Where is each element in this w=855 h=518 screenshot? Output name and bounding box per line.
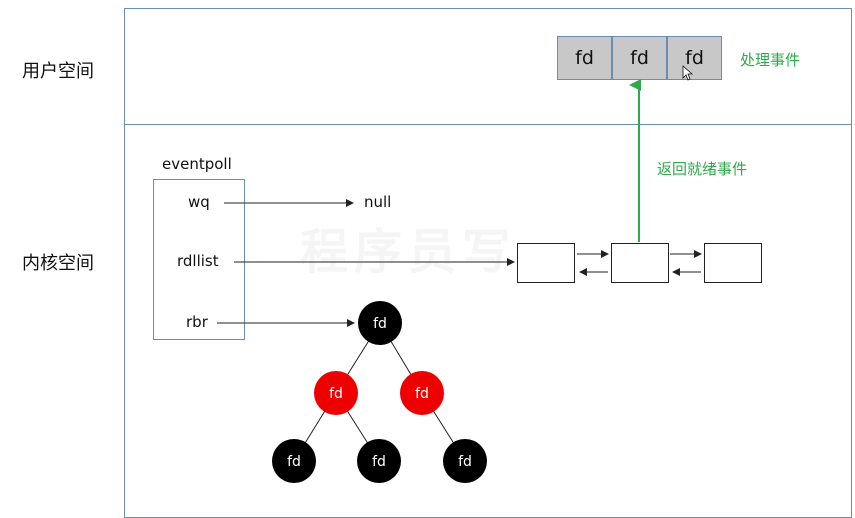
watermark: 程序员写 [300,224,517,280]
field-wq: wq [188,193,210,211]
tree-node-label: fd [373,316,387,332]
ready-list-node [611,243,669,283]
tree-black-node: fd [272,439,316,483]
return-ready-label: 返回就绪事件 [657,160,748,178]
user-fd-cell-2: fd [612,36,667,80]
user-fd-cell-3: fd [667,36,722,80]
eventpoll-box [153,179,245,340]
tree-red-node: fd [314,371,358,415]
tree-black-node: fd [443,439,487,483]
tree-root-node: fd [358,301,402,345]
tree-node-label: fd [329,386,343,402]
user-space-label: 用户空间 [22,61,94,82]
user-fd-cell-1: fd [557,36,612,80]
tree-black-node: fd [357,439,401,483]
kernel-space-label: 内核空间 [22,253,94,274]
tree-node-label: fd [415,386,429,402]
ready-list-node [704,243,762,283]
tree-red-node: fd [400,371,444,415]
ready-list-node [517,243,575,283]
field-rdllist: rdllist [177,252,219,270]
tree-node-label: fd [458,454,472,470]
handle-events-label: 处理事件 [740,51,801,69]
tree-node-label: fd [372,454,386,470]
tree-node-label: fd [287,454,301,470]
eventpoll-title: eventpoll [162,155,232,173]
user-kernel-divider [124,124,852,125]
field-rbr: rbr [186,313,208,331]
mouse-cursor-icon [682,65,694,81]
wq-null-label: null [364,193,392,211]
